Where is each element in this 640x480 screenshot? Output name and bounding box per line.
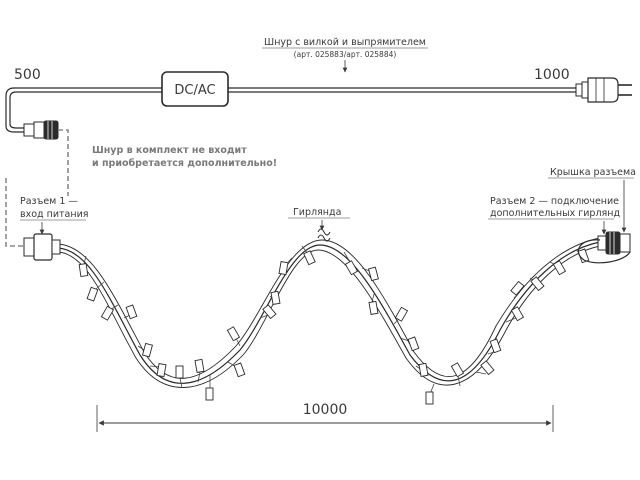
garland-label: Гирлянда: [293, 207, 341, 218]
bulb-icon: [175, 365, 184, 389]
connector-1-label-line2: вход питания: [20, 209, 88, 220]
bulb-icon: [450, 362, 465, 387]
bulb-icon: [301, 245, 316, 266]
bulb-icon: [205, 375, 214, 401]
bulb-icon: [510, 280, 525, 299]
dimension-line: [96, 405, 554, 432]
connector-2-label-line2: дополнительных гирлянд: [490, 208, 620, 219]
bulb-icon: [227, 361, 246, 378]
total-length-label: 10000: [303, 402, 348, 418]
bulb-icon: [529, 276, 545, 292]
bulb-icon: [78, 255, 89, 278]
bulb-icon: [393, 306, 409, 325]
connector-2-icon: [597, 231, 631, 255]
bulb-icon: [149, 363, 167, 378]
bulb-icon: [361, 266, 379, 282]
connector-cap-icon: [577, 239, 631, 264]
bulb-icon: [425, 383, 435, 405]
not-included-note-line1: Шнур в комплект не входит: [92, 145, 247, 156]
bulb-icon: [487, 338, 502, 355]
garland-break-mark: [317, 228, 331, 242]
cord-articles: (арт. 025883/арт. 025884): [294, 50, 397, 59]
connector-1-icon: [23, 233, 61, 261]
bulb-icon: [86, 281, 105, 302]
garland: [57, 237, 601, 405]
not-included-note-line2: и приобретается дополнительно!: [92, 158, 277, 169]
cord-title: Шнур с вилкой и выпрямителем: [264, 37, 426, 48]
bulb-icon: [399, 336, 420, 352]
bulb-icon: [343, 251, 359, 276]
bulb-icon: [505, 306, 525, 323]
bulb-icon: [137, 342, 153, 358]
bulb-icon: [226, 326, 241, 347]
connector-1-label-line1: Разъем 1 —: [20, 196, 78, 207]
bulb-icon: [415, 362, 429, 377]
connector-2-label-line1: Разъем 2 — подключение: [490, 196, 619, 207]
bulb-icon: [368, 293, 379, 315]
rectifier-box: DC/AC: [161, 71, 229, 107]
plug-icon: [575, 77, 632, 103]
length-right: 1000: [534, 67, 570, 83]
bulb-icon: [194, 358, 205, 383]
power-cord: [5, 87, 578, 133]
dashed-connection: [5, 129, 69, 247]
bulb-icon: [100, 304, 119, 321]
bulb-icon: [475, 360, 495, 376]
length-left: 500: [14, 67, 41, 83]
bulb-icon: [549, 260, 567, 276]
bulb-icon: [269, 290, 281, 305]
bulb-icon: [278, 257, 293, 276]
rectifier-label: DC/AC: [174, 83, 215, 98]
bulb-icon: [259, 304, 277, 320]
bulb-icon: [123, 304, 138, 320]
cord-connector-icon: [23, 120, 59, 140]
cap-label: Крышка разъема: [550, 167, 636, 178]
